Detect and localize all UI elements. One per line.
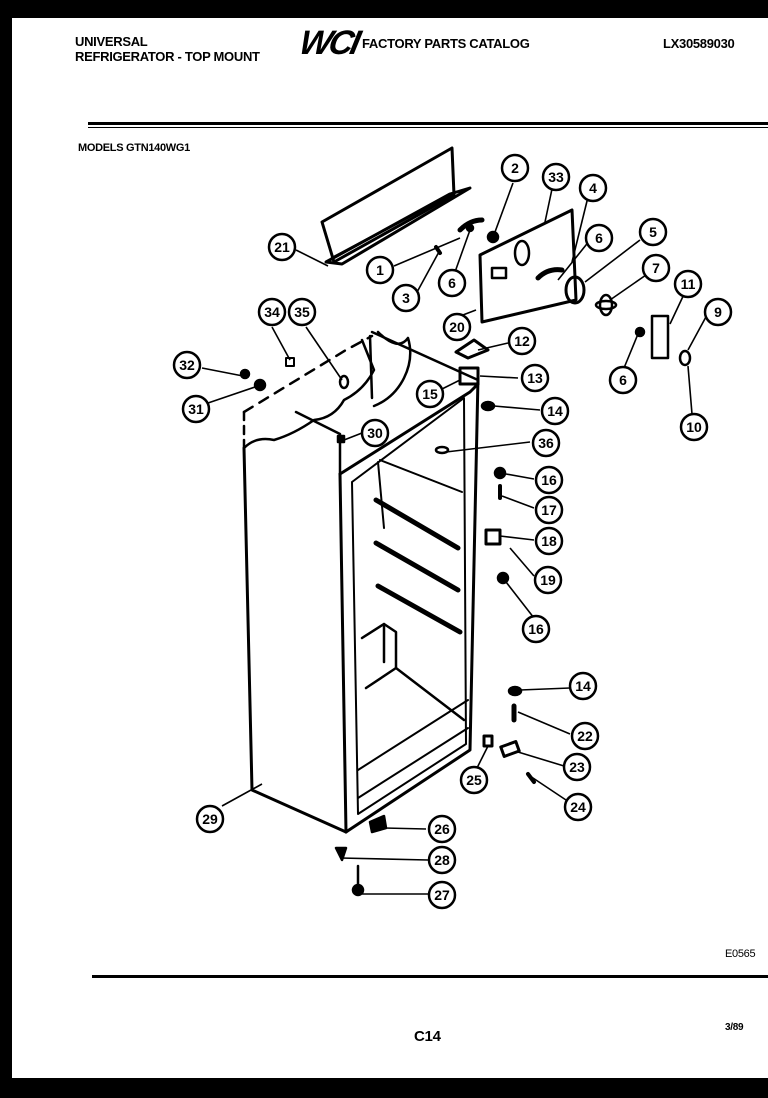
callout-16: 16 — [521, 614, 551, 644]
catalog-date: 3/89 — [725, 1022, 744, 1033]
svg-text:31: 31 — [188, 401, 204, 417]
catalog-code: LX30589030 — [663, 36, 735, 51]
callout-22: 22 — [570, 721, 600, 751]
svg-text:14: 14 — [575, 678, 591, 694]
svg-text:13: 13 — [527, 370, 543, 386]
callout-21: 21 — [267, 232, 297, 262]
callout-12: 12 — [507, 326, 537, 356]
refrigerator-cabinet — [242, 330, 480, 834]
svg-text:32: 32 — [179, 357, 195, 373]
callout-25: 25 — [459, 765, 489, 795]
svg-text:12: 12 — [514, 333, 530, 349]
svg-text:36: 36 — [538, 435, 554, 451]
callout-14: 14 — [540, 396, 570, 426]
thermostat-knob — [594, 293, 618, 317]
svg-text:19: 19 — [540, 572, 556, 588]
callout-20: 20 — [442, 312, 472, 342]
svg-text:24: 24 — [570, 799, 586, 815]
svg-text:18: 18 — [541, 533, 557, 549]
svg-text:17: 17 — [541, 502, 557, 518]
top-trim-part — [320, 146, 472, 266]
svg-text:6: 6 — [619, 372, 627, 388]
callout-6: 6 — [608, 365, 638, 395]
callout-18: 18 — [534, 526, 564, 556]
svg-text:34: 34 — [264, 304, 280, 320]
svg-text:26: 26 — [434, 821, 450, 837]
svg-text:16: 16 — [541, 472, 557, 488]
callout-2: 2 — [500, 153, 530, 183]
light-switch — [634, 314, 692, 367]
svg-text:30: 30 — [367, 425, 383, 441]
svg-text:22: 22 — [577, 728, 593, 744]
svg-text:2: 2 — [511, 160, 519, 176]
svg-text:5: 5 — [649, 224, 657, 240]
callout-28: 28 — [427, 845, 457, 875]
callout-17: 17 — [534, 495, 564, 525]
svg-text:16: 16 — [528, 621, 544, 637]
svg-text:6: 6 — [595, 230, 603, 246]
svg-text:20: 20 — [449, 319, 465, 335]
svg-text:23: 23 — [569, 759, 585, 775]
brand-line-2: REFRIGERATOR - TOP MOUNT — [75, 49, 260, 64]
callout-34: 33 — [541, 162, 571, 192]
callout-10: 10 — [679, 412, 709, 442]
callout-9: 9 — [703, 297, 733, 327]
svg-text:27: 27 — [434, 887, 450, 903]
callout-7: 7 — [641, 253, 671, 283]
catalog-title: FACTORY PARTS CATALOG — [362, 36, 530, 51]
callout-6: 6 — [437, 268, 467, 298]
callout-14: 14 — [568, 671, 598, 701]
callout-35: 35 — [287, 297, 317, 327]
callout-5: 5 — [638, 217, 668, 247]
svg-text:21: 21 — [274, 239, 290, 255]
svg-text:14: 14 — [547, 403, 563, 419]
callout-23: 23 — [562, 752, 592, 782]
callout-30: 30 — [360, 418, 390, 448]
callout-13: 13 — [520, 363, 550, 393]
svg-text:35: 35 — [294, 304, 310, 320]
svg-text:28: 28 — [434, 852, 450, 868]
callout-29: 29 — [195, 804, 225, 834]
svg-text:6: 6 — [448, 275, 456, 291]
control-panel-part — [478, 208, 578, 324]
header-rule-thick — [88, 122, 768, 125]
brand-title: UNIVERSAL REFRIGERATOR - TOP MOUNT — [75, 34, 260, 64]
callout-27: 27 — [427, 880, 457, 910]
svg-text:3: 3 — [402, 290, 410, 306]
callout-1: 1 — [365, 255, 395, 285]
callout-4: 4 — [578, 173, 608, 203]
footer-rule — [92, 975, 768, 978]
callout-6: 6 — [584, 223, 614, 253]
svg-text:15: 15 — [422, 386, 438, 402]
callout-33: 34 — [257, 297, 287, 327]
models-label: MODELS GTN140WG1 — [78, 142, 190, 154]
callout-15: 15 — [415, 379, 445, 409]
svg-text:29: 29 — [202, 811, 218, 827]
callout-26: 26 — [427, 814, 457, 844]
svg-text:7: 7 — [652, 260, 660, 276]
brand-line-1: UNIVERSAL — [75, 34, 148, 49]
svg-text:1: 1 — [376, 262, 384, 278]
header-rule-thin — [88, 127, 768, 128]
callout-31: 31 — [181, 394, 211, 424]
catalog-page — [12, 18, 768, 1078]
svg-text:9: 9 — [714, 304, 722, 320]
svg-text:4: 4 — [589, 180, 597, 196]
callout-19: 19 — [533, 565, 563, 595]
svg-text:10: 10 — [686, 419, 702, 435]
callout-32: 32 — [172, 350, 202, 380]
svg-text:11: 11 — [681, 276, 696, 292]
leader-lines — [201, 182, 708, 895]
page-number: C14 — [414, 1028, 441, 1045]
svg-text:33: 33 — [548, 169, 564, 185]
callout-24: 24 — [563, 792, 593, 822]
callouts: 21 1 3 6 2 33 4 6 5 7 11 9 10 6 20 12 13… — [172, 153, 733, 910]
callout-16: 16 — [534, 465, 564, 495]
callout-11: 11 — [673, 269, 703, 299]
diagram-id: E0565 — [725, 948, 756, 960]
svg-text:25: 25 — [466, 772, 482, 788]
callout-36: 36 — [531, 428, 561, 458]
callout-3: 3 — [391, 283, 421, 313]
